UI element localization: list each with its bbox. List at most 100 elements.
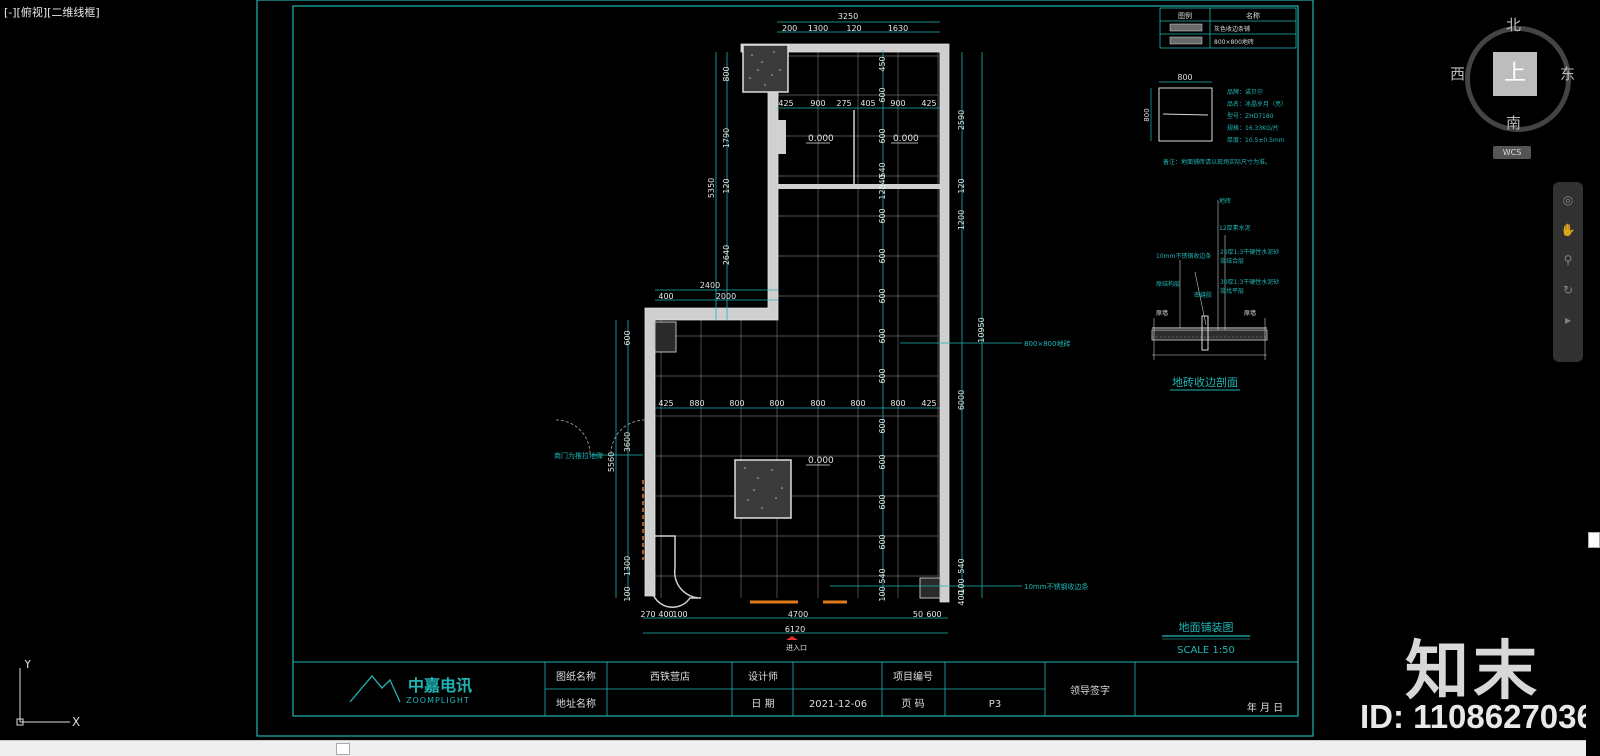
- dim-right-inner: 600: [878, 208, 887, 223]
- section-label: 原结构层: [1156, 280, 1180, 288]
- dim-left-lower: 1300: [623, 556, 632, 576]
- drawing-canvas[interactable]: 3250 200 1300 120 1630 425 900 275 405 9…: [0, 0, 1600, 740]
- tile-spec-line: 型号：ZHD7180: [1227, 112, 1274, 120]
- elevation-mark: 0.000: [808, 456, 834, 466]
- section-label: 原墙: [1244, 309, 1256, 317]
- company-logo-icon: [349, 674, 401, 703]
- dim-row1: 275: [836, 99, 851, 108]
- dim-bottom-seg: 50: [913, 610, 923, 619]
- section-label-box: 30厚1:3干硬性水泥砂浆找平层: [1220, 279, 1280, 295]
- horizontal-scroll-thumb[interactable]: [336, 743, 350, 755]
- dim-right-inner: 120: [878, 184, 887, 199]
- dim-bottom-seg: 270: [640, 610, 655, 619]
- tile-spec: 800 800 品牌：诺贝尔 品名：冰晶岁月（亮） 型号：ZHD7180 规格：…: [1143, 73, 1287, 166]
- dim-row1: 900: [890, 99, 905, 108]
- entrance-arrow-icon: [786, 636, 798, 640]
- vertical-scroll-thumb[interactable]: [1588, 532, 1600, 548]
- corner-counter: [650, 535, 702, 608]
- dim-right-inner: 600: [878, 454, 887, 469]
- door-swing-2: [610, 419, 646, 456]
- tile-spec-line: 品名：冰晶岁月（亮）: [1227, 100, 1287, 108]
- dim-bottom-seg: 600: [926, 610, 941, 619]
- view-label[interactable]: [-][俯视][二维线框]: [4, 6, 100, 19]
- door-note: 商门为推拉地弹: [554, 451, 603, 460]
- section-title: 地砖收边剖面: [1172, 375, 1238, 389]
- legend-header: 名称: [1246, 11, 1260, 20]
- dim-row2: 425: [921, 399, 936, 408]
- sheet-outer-frame: [256, 0, 1314, 737]
- compass-west[interactable]: 西: [1450, 65, 1466, 83]
- dimension-lines: [592, 21, 1022, 634]
- dim-right-inner: 600: [878, 128, 887, 143]
- pan-icon[interactable]: ✋: [1560, 223, 1576, 237]
- ucs-y-label: Y: [23, 660, 32, 671]
- dim-right-inner: 600: [878, 288, 887, 303]
- dim-right-inner: 450: [878, 56, 887, 71]
- dim-row1: 425: [778, 99, 793, 108]
- door-jamb: [778, 120, 786, 154]
- tb-label: 项目编号: [893, 670, 933, 683]
- viewcube-top-face[interactable]: 上: [1493, 52, 1537, 96]
- tb-date-stamp: 年 月 日: [1247, 701, 1283, 714]
- compass-south[interactable]: 南: [1506, 114, 1522, 132]
- vertical-scrollbar[interactable]: [1586, 0, 1600, 740]
- steering-wheel-icon[interactable]: ◎: [1562, 193, 1574, 207]
- section-label: 12厚素水泥: [1219, 224, 1251, 232]
- dim-left-upper: 2640: [722, 245, 731, 265]
- tb-label: 页 码: [901, 698, 924, 710]
- zoom-icon[interactable]: ⚲: [1563, 253, 1573, 267]
- dim-bottom-seg: 4700: [788, 610, 808, 619]
- tile-note: 800×800地砖: [1024, 339, 1071, 348]
- viewcube[interactable]: 北 南 东 西 上 WCS: [1450, 14, 1585, 174]
- dim-top-seg: 1300: [808, 24, 828, 33]
- dim-right-inner: 600: [878, 248, 887, 263]
- dim-row2: 800: [769, 399, 784, 408]
- compass-east[interactable]: 东: [1560, 65, 1576, 83]
- tile-spec-line: 规格：16.33KG/片: [1227, 124, 1279, 132]
- dim-left-lower: 600: [623, 330, 632, 345]
- ucs-icon: Y X: [16, 660, 80, 729]
- dim-bottom-seg: 100: [672, 610, 687, 619]
- dim-right-outer: 100: [957, 578, 966, 593]
- horizontal-scrollbar[interactable]: [0, 740, 1586, 756]
- legend-table: 图例 名称 灰色收边条铺 800×800地砖: [1159, 7, 1297, 49]
- dim-top-seg: 200: [782, 24, 797, 33]
- tile-spec-note: 备注：地面铺砖请以现场实际尺寸为准。: [1163, 158, 1271, 166]
- tile-width: 800: [1177, 73, 1192, 82]
- dim-top-seg: 120: [846, 24, 861, 33]
- section-label-box: 20厚1:3干硬性水泥砂浆结合层: [1220, 249, 1279, 265]
- dim-row2: 800: [810, 399, 825, 408]
- title-block: 中嘉电讯 ZOOMPLIGHT 图纸名称 西铁营店 地址名称 设计师 日 期 2…: [292, 661, 1299, 717]
- tile-grid: [652, 50, 939, 598]
- dim-right-outer: 6000: [957, 390, 966, 410]
- door-swing-1: [555, 419, 591, 456]
- tb-label: 地址名称: [556, 697, 596, 710]
- wcs-menu-button[interactable]: WCS: [1493, 146, 1531, 159]
- dim-right-inner: 600: [878, 534, 887, 549]
- brand-watermark: 知末: [1405, 634, 1541, 709]
- legend-row: 灰色收边条铺: [1214, 25, 1250, 33]
- legend-header: 图例: [1178, 11, 1192, 20]
- dim-right-inner: 600: [878, 418, 887, 433]
- dim-left-upper-total: 5350: [707, 178, 716, 198]
- dim-left-lower-total: 5560: [607, 452, 616, 472]
- orbit-icon[interactable]: ↻: [1562, 283, 1574, 297]
- dim-step-seg: 400: [658, 292, 673, 301]
- dim-right-outer: 2590: [957, 110, 966, 130]
- dim-left-upper: 1790: [722, 128, 731, 148]
- section-label: 30厚1:3干硬性水泥砂浆找平层: [1220, 279, 1280, 295]
- tb-value: 2021-12-06: [809, 699, 867, 710]
- showmotion-icon[interactable]: ▸: [1564, 313, 1572, 327]
- viewcube-compass-ring[interactable]: [1465, 26, 1571, 132]
- edge-note: 10mm不锈钢收边条: [1024, 582, 1089, 591]
- dim-right-outer: 400: [957, 590, 966, 605]
- dim-left-upper: 800: [722, 66, 731, 81]
- dim-row2: 800: [890, 399, 905, 408]
- section-label: 密缝胶: [1194, 291, 1212, 299]
- tb-value: P3: [989, 699, 1001, 710]
- compass-north[interactable]: 北: [1506, 16, 1522, 34]
- tile-height: 800: [1143, 108, 1151, 121]
- elevation-mark: 0.000: [808, 134, 834, 144]
- dim-right-inner: 600: [878, 87, 887, 102]
